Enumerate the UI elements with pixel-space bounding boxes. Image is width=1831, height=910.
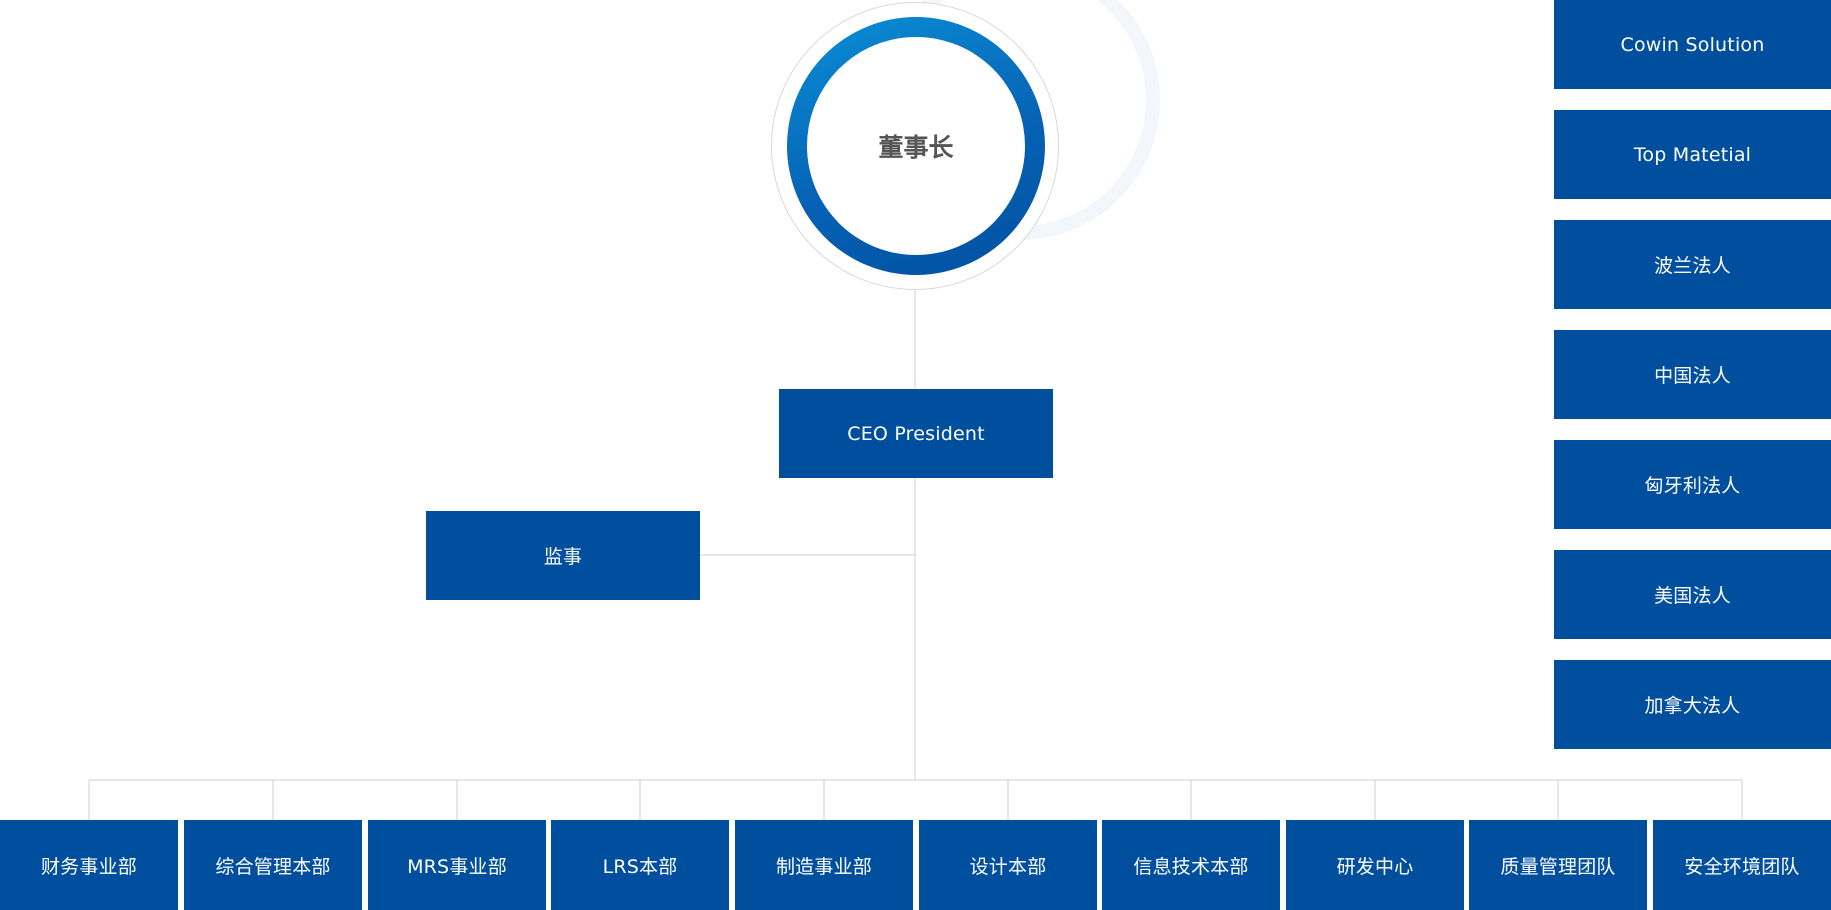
department-node[interactable]: 设计本部: [919, 820, 1097, 910]
department-node[interactable]: 研发中心: [1286, 820, 1464, 910]
department-label: 安全环境团队: [1684, 855, 1800, 878]
subsidiary-label: 美国法人: [1654, 585, 1731, 607]
auditor-label: 监事: [543, 546, 583, 568]
department-drops: [88, 780, 1743, 820]
subsidiary-label: 匈牙利法人: [1644, 475, 1741, 497]
department-node[interactable]: 财务事业部: [0, 820, 178, 910]
subsidiary-label: Top Matetial: [1633, 143, 1752, 166]
department-label: 设计本部: [969, 855, 1047, 878]
department-node[interactable]: 信息技术本部: [1102, 820, 1280, 910]
subsidiary-label: 波兰法人: [1654, 255, 1731, 277]
subsidiary-node[interactable]: 加拿大法人: [1554, 660, 1831, 749]
ceo-label: CEO President: [847, 422, 985, 445]
subsidiary-label: 中国法人: [1654, 365, 1731, 387]
subsidiary-label: 加拿大法人: [1644, 695, 1741, 717]
subsidiary-node[interactable]: 美国法人: [1554, 550, 1831, 639]
department-label: 研发中心: [1336, 855, 1414, 878]
department-label: 信息技术本部: [1133, 855, 1249, 878]
subsidiary-node[interactable]: Top Matetial: [1554, 110, 1831, 199]
department-node[interactable]: 制造事业部: [735, 820, 913, 910]
subsidiary-node[interactable]: 波兰法人: [1554, 220, 1831, 309]
chairman-label: 董事长: [878, 133, 954, 162]
subsidiary-node[interactable]: Cowin Solution: [1554, 0, 1831, 89]
chairman-node[interactable]: 董事长: [807, 37, 1025, 255]
department-label: 综合管理本部: [215, 855, 331, 878]
department-node[interactable]: LRS本部: [551, 820, 729, 910]
department-label: 财务事业部: [40, 855, 137, 878]
department-label: LRS本部: [602, 855, 678, 878]
ceo-node[interactable]: CEO President: [779, 389, 1053, 478]
department-label: MRS事业部: [407, 855, 507, 878]
department-label: 制造事业部: [775, 855, 872, 878]
department-label: 质量管理团队: [1500, 855, 1616, 878]
subsidiary-label: Cowin Solution: [1620, 33, 1765, 56]
subsidiary-node[interactable]: 匈牙利法人: [1554, 440, 1831, 529]
department-node[interactable]: 质量管理团队: [1469, 820, 1647, 910]
subsidiary-node[interactable]: 中国法人: [1554, 330, 1831, 419]
department-node[interactable]: 安全环境团队: [1653, 820, 1831, 910]
department-node[interactable]: 综合管理本部: [184, 820, 362, 910]
department-node[interactable]: MRS事业部: [368, 820, 546, 910]
auditor-node[interactable]: 监事: [426, 511, 700, 600]
